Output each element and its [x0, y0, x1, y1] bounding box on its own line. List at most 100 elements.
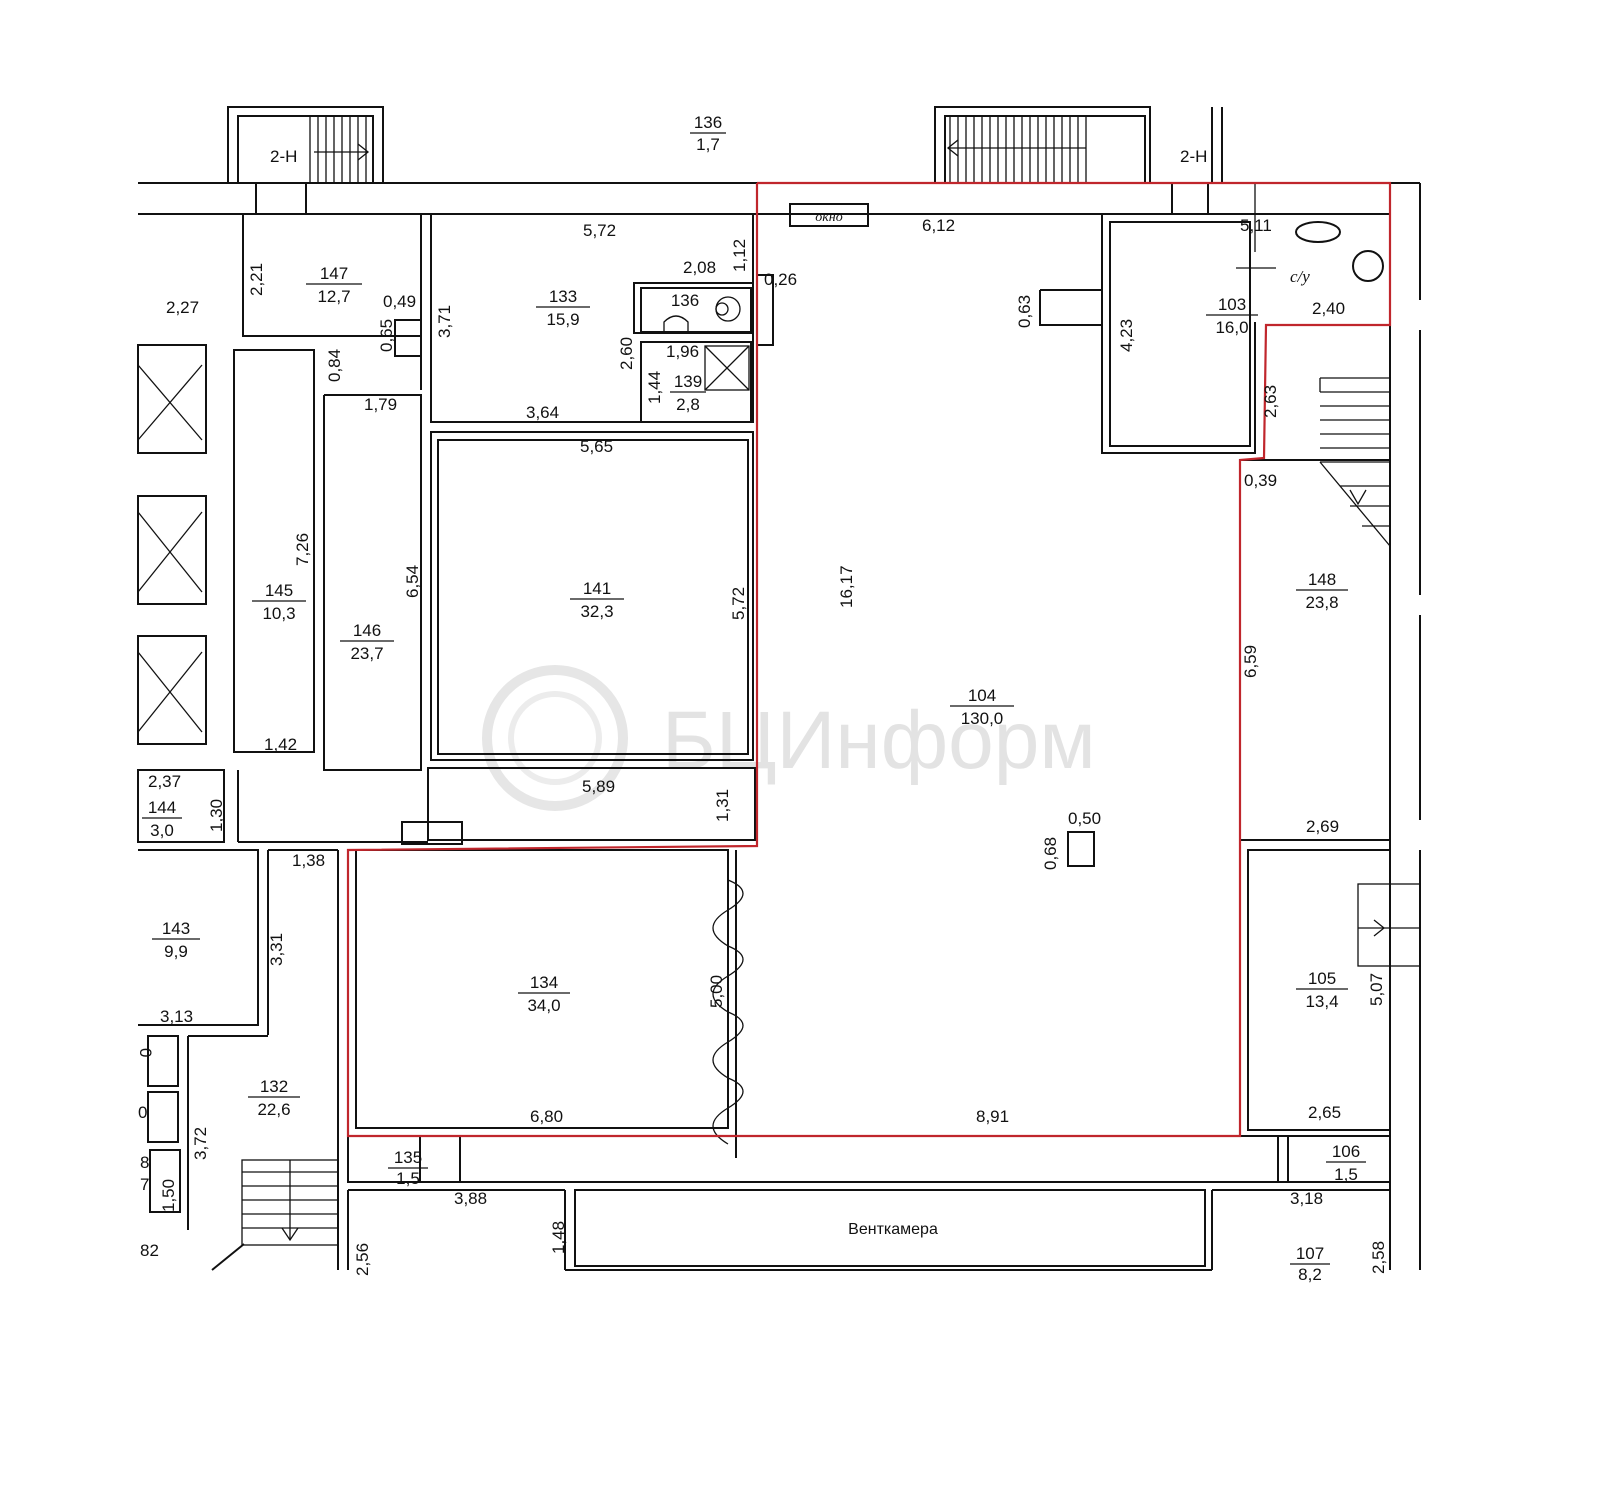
svg-text:145: 145: [265, 581, 293, 600]
svg-text:1,5: 1,5: [1334, 1165, 1358, 1184]
svg-text:143: 143: [162, 919, 190, 938]
room-146: 146 23,7: [340, 621, 394, 663]
svg-text:105: 105: [1308, 969, 1336, 988]
svg-text:1,42: 1,42: [264, 735, 297, 754]
svg-text:2,65: 2,65: [1308, 1103, 1341, 1122]
svg-text:23,7: 23,7: [350, 644, 383, 663]
svg-text:1,96: 1,96: [666, 342, 699, 361]
svg-text:3,31: 3,31: [267, 933, 286, 966]
svg-text:132: 132: [260, 1077, 288, 1096]
window-label: окно: [815, 210, 843, 225]
svg-text:144: 144: [148, 798, 176, 817]
svg-text:2,8: 2,8: [676, 395, 700, 414]
svg-text:34,0: 34,0: [527, 996, 560, 1015]
svg-text:0,39: 0,39: [1244, 471, 1277, 490]
svg-text:0,26: 0,26: [764, 270, 797, 289]
svg-text:3,18: 3,18: [1290, 1189, 1323, 1208]
svg-text:5,11: 5,11: [1240, 216, 1272, 235]
svg-text:7,26: 7,26: [293, 533, 312, 566]
svg-text:2,69: 2,69: [1306, 817, 1339, 836]
svg-text:148: 148: [1308, 570, 1336, 589]
svg-text:136: 136: [671, 291, 699, 310]
svg-text:5,00: 5,00: [707, 975, 726, 1008]
svg-text:135: 135: [394, 1148, 422, 1167]
svg-text:146: 146: [353, 621, 381, 640]
svg-text:1,44: 1,44: [645, 371, 664, 404]
svg-text:3,72: 3,72: [191, 1127, 210, 1160]
svg-text:134: 134: [530, 973, 558, 992]
svg-text:32,3: 32,3: [580, 602, 613, 621]
stairs-label-right: 2-Н: [1180, 147, 1207, 166]
svg-text:23,8: 23,8: [1305, 593, 1338, 612]
svg-text:2,63: 2,63: [1261, 385, 1280, 418]
svg-text:3,71: 3,71: [435, 305, 454, 338]
stairs-label-left: 2-Н: [270, 147, 297, 166]
room-145: 145 10,3: [252, 581, 306, 623]
svg-text:1,50: 1,50: [159, 1179, 178, 1212]
svg-text:141: 141: [583, 579, 611, 598]
svg-text:133: 133: [549, 287, 577, 306]
room-105: 105 13,4: [1296, 969, 1348, 1011]
svg-text:13,4: 13,4: [1305, 992, 1338, 1011]
svg-text:2,58: 2,58: [1369, 1241, 1388, 1274]
svg-text:15,9: 15,9: [546, 310, 579, 329]
room-136-wc: 136: [671, 291, 699, 310]
svg-text:2,37: 2,37: [148, 772, 181, 791]
svg-text:1,7: 1,7: [696, 135, 720, 154]
plan-labels: 2-Н 2-Н окно с/у Венткамера: [270, 147, 1310, 1238]
svg-text:5,72: 5,72: [729, 587, 748, 620]
svg-text:0,65: 0,65: [377, 319, 396, 352]
svg-text:16,17: 16,17: [837, 565, 856, 608]
watermark-text: БЦИнформ: [662, 695, 1096, 786]
svg-text:3,88: 3,88: [454, 1189, 487, 1208]
room-141: 141 32,3: [570, 579, 624, 621]
svg-text:5,07: 5,07: [1367, 973, 1386, 1006]
svg-text:0,68: 0,68: [1041, 837, 1060, 870]
svg-text:139: 139: [674, 372, 702, 391]
svg-text:2,21: 2,21: [247, 263, 266, 296]
svg-text:107: 107: [1296, 1244, 1324, 1263]
svg-text:2,40: 2,40: [1312, 299, 1345, 318]
svg-text:0: 0: [136, 1048, 155, 1057]
svg-text:7: 7: [140, 1175, 149, 1194]
svg-text:8,2: 8,2: [1298, 1265, 1322, 1284]
svg-text:147: 147: [320, 264, 348, 283]
svg-text:0,84: 0,84: [325, 349, 344, 382]
svg-text:2,08: 2,08: [683, 258, 716, 277]
room-148: 148 23,8: [1296, 570, 1348, 612]
room-103: 103 16,0: [1206, 295, 1258, 337]
svg-text:3,64: 3,64: [526, 403, 559, 422]
svg-text:4,23: 4,23: [1117, 319, 1136, 352]
svg-text:10,3: 10,3: [262, 604, 295, 623]
svg-text:6,54: 6,54: [403, 565, 422, 598]
svg-text:1,38: 1,38: [292, 851, 325, 870]
svg-text:5,89: 5,89: [582, 777, 615, 796]
svg-text:1,30: 1,30: [207, 799, 226, 832]
svg-text:5,72: 5,72: [583, 221, 616, 240]
svg-text:1,12: 1,12: [730, 239, 749, 272]
svg-text:106: 106: [1332, 1142, 1360, 1161]
svg-text:6,59: 6,59: [1241, 645, 1260, 678]
room-134: 134 34,0: [518, 973, 570, 1015]
svg-text:2,60: 2,60: [617, 337, 636, 370]
ventchamber-label: Венткамера: [848, 1221, 938, 1238]
svg-text:12,7: 12,7: [317, 287, 350, 306]
svg-text:1,5: 1,5: [396, 1169, 420, 1188]
walls: [137, 106, 1421, 1271]
svg-text:104: 104: [968, 686, 996, 705]
svg-text:5,65: 5,65: [580, 437, 613, 456]
svg-text:2,56: 2,56: [353, 1243, 372, 1276]
svg-text:2,27: 2,27: [166, 298, 199, 317]
svg-text:16,0: 16,0: [1215, 318, 1248, 337]
svg-text:1,48: 1,48: [549, 1221, 568, 1254]
svg-text:0,49: 0,49: [383, 292, 416, 311]
dimensions: 5,72 6,12 5,11 1,12 2,08 0,26 2,21 2,27 …: [136, 216, 1388, 1276]
svg-text:103: 103: [1218, 295, 1246, 314]
